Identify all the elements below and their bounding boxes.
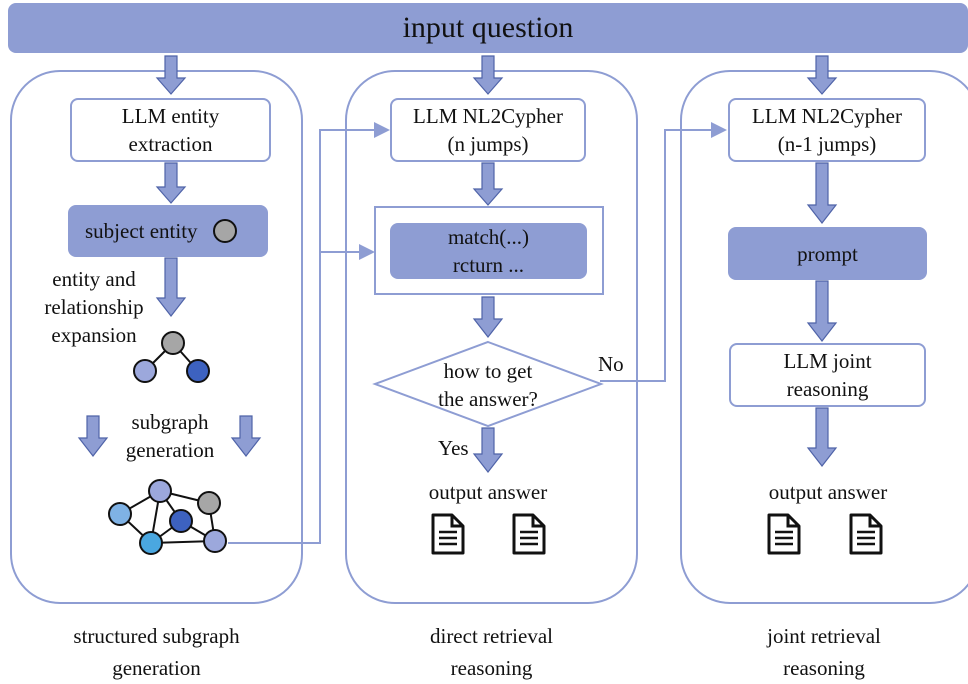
graph-node-icon — [133, 359, 157, 383]
graph-node-icon — [161, 331, 185, 355]
query-line1: match(...) — [447, 225, 530, 249]
prompt-box: prompt — [728, 227, 927, 280]
expansion-line3: expansion — [51, 323, 137, 347]
caption-joint-retrieval: joint retrieval reasoning — [680, 620, 968, 684]
cypher-n1-line2: (n-1 jumps) — [777, 132, 877, 156]
connector-subgraph-to-cypher — [228, 122, 390, 544]
graph-node-icon — [139, 531, 163, 555]
subgraph-line1: subgraph — [131, 410, 209, 434]
document-icon — [431, 513, 465, 555]
down-arrow-icon — [155, 162, 187, 204]
caption-left-line1: structured subgraph — [73, 624, 240, 648]
document-icon — [767, 513, 801, 555]
expansion-graph — [133, 331, 210, 383]
subgraph-generation-label: subgraph generation — [110, 408, 230, 464]
output-answer-middle: output answer — [428, 480, 548, 504]
graph-node-icon — [108, 502, 132, 526]
llm-nl2cypher-n-minus-1-box: LLM NL2Cypher (n-1 jumps) — [728, 98, 926, 162]
graph-node-icon — [186, 359, 210, 383]
llm-joint-reasoning-box: LLM joint reasoning — [729, 343, 926, 407]
cypher-n-line1: LLM NL2Cypher — [413, 104, 563, 128]
caption-structured-subgraph: structured subgraph generation — [10, 620, 303, 684]
caption-direct-retrieval: direct retrieval reasoning — [345, 620, 638, 684]
input-question-banner: input question — [8, 3, 968, 53]
document-icon — [849, 513, 883, 555]
decision-line2: the answer? — [438, 387, 538, 411]
yes-label: Yes — [438, 436, 469, 460]
decision-label: how to get the answer? — [418, 357, 558, 413]
subgraph-network — [108, 479, 227, 555]
connector-no-to-right-cypher — [600, 122, 727, 382]
no-label: No — [598, 352, 624, 376]
entity-box-line2: extraction — [128, 132, 213, 156]
llm-entity-extraction-box: LLM entity extraction — [70, 98, 271, 162]
down-arrow-icon — [806, 162, 838, 224]
banner-title: input question — [402, 11, 574, 44]
entity-box-line1: LLM entity — [121, 104, 220, 128]
down-arrow-icon — [230, 415, 262, 457]
query-line2: rcturn ... — [452, 253, 525, 277]
down-arrow-icon — [806, 55, 838, 95]
graph-node-icon — [197, 491, 221, 515]
expansion-line2: relationship — [44, 295, 144, 319]
caption-right-line2: reasoning — [783, 656, 865, 680]
down-arrow-icon — [472, 55, 504, 95]
graph-node-icon — [203, 529, 227, 553]
down-arrow-icon — [806, 407, 838, 467]
subject-entity-box: subject entity — [68, 205, 268, 257]
llm-nl2cypher-n-box: LLM NL2Cypher (n jumps) — [390, 98, 586, 162]
caption-right-line1: joint retrieval — [767, 624, 881, 648]
caption-middle-line1: direct retrieval — [429, 624, 553, 648]
joint-line1: LLM joint — [783, 349, 872, 373]
graph-node-icon — [148, 479, 172, 503]
output-answer-right: output answer — [768, 480, 888, 504]
caption-left-line2: generation — [112, 656, 201, 680]
graph-node-icon — [212, 219, 237, 243]
subject-entity-label: subject entity — [85, 219, 198, 243]
down-arrow-icon — [806, 280, 838, 342]
cypher-n-line2: (n jumps) — [447, 132, 529, 156]
decision-line1: how to get — [443, 359, 533, 383]
cypher-n1-line1: LLM NL2Cypher — [752, 104, 902, 128]
down-arrow-icon — [472, 162, 504, 206]
document-icon — [512, 513, 546, 555]
cypher-query-box: match(...) rcturn ... — [390, 223, 587, 279]
down-arrow-icon — [472, 427, 504, 473]
down-arrow-icon — [155, 55, 187, 95]
down-arrow-icon — [77, 415, 109, 457]
decision-diamond — [372, 340, 604, 428]
joint-line2: reasoning — [786, 377, 869, 401]
down-arrow-icon — [155, 257, 187, 317]
prompt-label: prompt — [797, 241, 858, 266]
subgraph-line2: generation — [125, 438, 215, 462]
expansion-line1: entity and — [52, 267, 136, 291]
caption-middle-line2: reasoning — [450, 656, 533, 680]
down-arrow-icon — [472, 296, 504, 338]
graph-node-icon — [169, 509, 193, 533]
expansion-label: entity and relationship expansion — [24, 265, 164, 349]
